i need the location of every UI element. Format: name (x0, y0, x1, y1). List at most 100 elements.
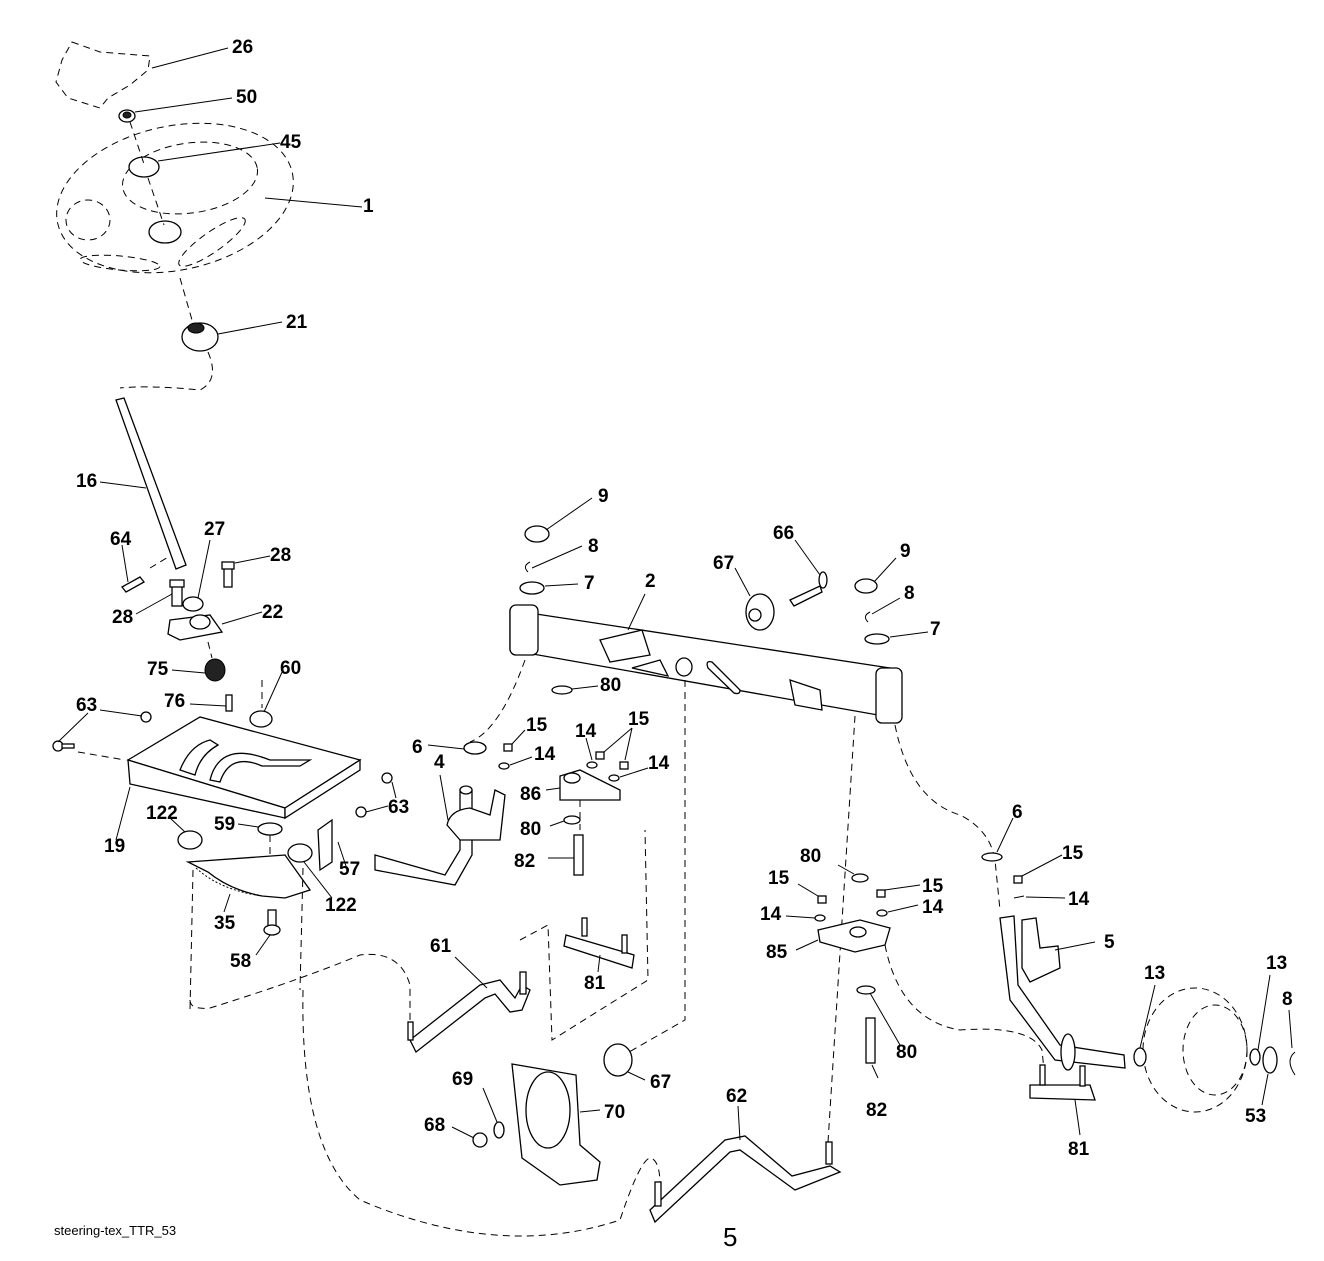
callout-15-a: 15 (526, 715, 548, 736)
washer-80-c (837, 864, 869, 883)
nut-122-left (169, 817, 203, 850)
tie-rod-81-right (1029, 1064, 1096, 1136)
callout-9-left: 9 (598, 486, 609, 507)
washer-14-d (1013, 895, 1066, 899)
washer-14-e (785, 914, 826, 922)
callout-26: 26 (232, 37, 254, 58)
spindle-5 (999, 915, 1126, 1071)
callout-21: 21 (286, 312, 308, 333)
washer-14-a (498, 756, 533, 770)
callout-15-d: 15 (768, 868, 790, 889)
callout-13-a: 13 (1144, 963, 1166, 984)
bushing-flange-22 (167, 611, 263, 641)
callout-70: 70 (604, 1102, 626, 1123)
nut-15-d (797, 883, 827, 904)
callout-45: 45 (280, 132, 302, 153)
callout-57: 57 (339, 859, 361, 880)
callout-7-left: 7 (584, 573, 595, 594)
ring-8-left (524, 545, 583, 573)
washer-27 (182, 539, 211, 612)
callout-15-c: 15 (1062, 843, 1084, 864)
steering-wheel (56, 121, 363, 321)
bolt-63-right (355, 772, 397, 818)
callout-6-left: 6 (412, 737, 423, 758)
callout-2: 2 (645, 571, 656, 592)
callout-68: 68 (424, 1115, 446, 1136)
callout-8-left: 8 (588, 536, 599, 557)
nut-15-c (1013, 854, 1063, 884)
nut-60 (249, 669, 284, 728)
washer-6-right (981, 817, 1014, 862)
callout-7-right: 7 (930, 619, 941, 640)
diagram-id-footer: steering-tex_TTR_53 (54, 1223, 177, 1238)
callout-9-right: 9 (900, 541, 911, 562)
washer-7-right (864, 631, 929, 645)
nut-50 (118, 97, 233, 123)
drag-link-61 (407, 956, 531, 1054)
callout-60: 60 (280, 658, 302, 679)
sector-gear-35 (185, 854, 312, 1011)
callout-8-right: 8 (904, 583, 915, 604)
bracket-70 (511, 1063, 601, 1186)
callout-85: 85 (766, 942, 788, 963)
pinion-75 (171, 641, 226, 682)
washer-6-left (427, 659, 526, 755)
wheel (1142, 987, 1248, 1113)
drag-link-62 (649, 715, 856, 1224)
callout-58: 58 (230, 951, 252, 972)
washer-69 (482, 1087, 505, 1139)
callout-15-e: 15 (922, 876, 944, 897)
bushing-67-lower (603, 1043, 646, 1081)
bolt-63-left (52, 709, 152, 761)
callout-53: 53 (1245, 1106, 1267, 1127)
cap-9-left (524, 497, 593, 543)
shoulder-bolt-82-b (865, 1017, 879, 1079)
nut-122-right (287, 843, 333, 899)
bolt-66 (789, 539, 828, 607)
bolt-58 (255, 909, 281, 956)
bracket-57 (317, 818, 347, 872)
callout-13-b: 13 (1266, 953, 1288, 974)
callout-16: 16 (76, 471, 98, 492)
steering-wheel-cap (55, 41, 229, 109)
nut-15-b (595, 727, 633, 770)
callout-28-right: 28 (270, 545, 292, 566)
washer-53 (1261, 1046, 1278, 1106)
callout-14-a: 14 (534, 744, 556, 765)
callout-14-f: 14 (922, 897, 944, 918)
callout-50: 50 (236, 87, 258, 108)
callout-63-left: 63 (76, 695, 98, 716)
callout-69: 69 (452, 1069, 474, 1090)
page-number: 5 (723, 1222, 738, 1252)
callout-82-a: 82 (514, 851, 536, 872)
cap-9-right (854, 557, 897, 594)
callout-80-d: 80 (896, 1042, 918, 1063)
shoulder-bolt-82-a (548, 834, 584, 876)
callout-82-b: 82 (866, 1100, 888, 1121)
washer-59 (237, 822, 283, 855)
ring-8-right (864, 597, 901, 623)
callout-19: 19 (104, 836, 126, 857)
nut-68 (451, 1126, 488, 1148)
callout-14-d: 14 (1068, 889, 1090, 910)
steering-shaft-16 (99, 397, 187, 570)
callout-59: 59 (214, 814, 236, 835)
callout-28-left: 28 (112, 607, 134, 628)
callout-66: 66 (773, 523, 795, 544)
nut-15-a (503, 729, 526, 752)
bolt-76 (189, 694, 233, 712)
callout-62: 62 (726, 1086, 748, 1107)
callout-64: 64 (110, 529, 132, 550)
callout-14-e: 14 (760, 904, 782, 925)
steering-arm-86 (545, 769, 621, 801)
callout-5-right: 5 (1104, 932, 1115, 953)
callout-35: 35 (214, 913, 236, 934)
nut-15-e (876, 884, 921, 898)
washer-14-c (608, 767, 649, 782)
callout-76: 76 (164, 691, 186, 712)
callout-81-left: 81 (584, 973, 606, 994)
washer-80-d (856, 985, 901, 1046)
callout-6-right: 6 (1012, 802, 1023, 823)
callout-67-top: 67 (713, 553, 735, 574)
callout-122-right: 122 (325, 895, 357, 916)
